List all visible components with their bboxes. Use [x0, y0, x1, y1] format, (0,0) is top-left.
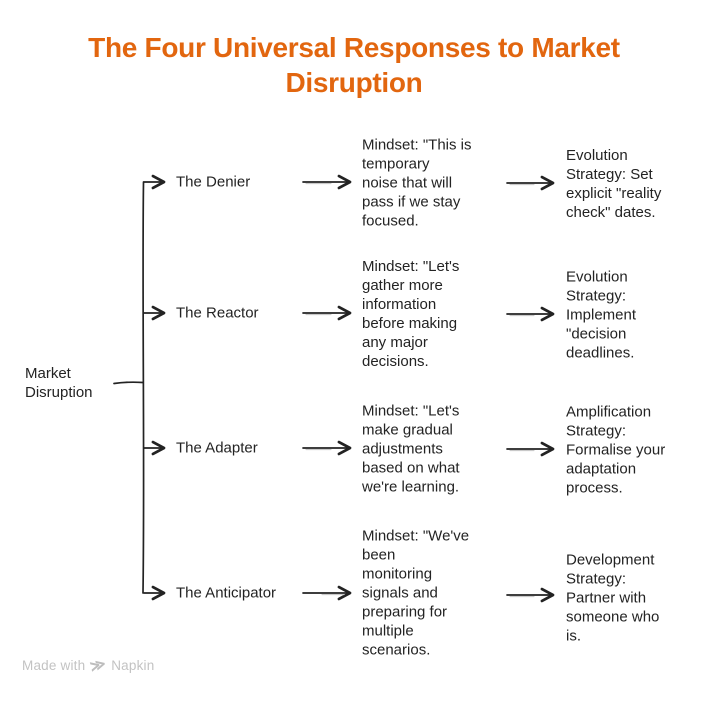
- strategy-text-adapter: Amplification Strategy: Formalise your a…: [566, 403, 666, 497]
- strategy-text-denier: Evolution Strategy: Set explicit "realit…: [566, 147, 662, 221]
- mindset-text-denier: Mindset: "This is temporary noise that w…: [362, 136, 472, 230]
- page-title: The Four Universal Responses to Market D…: [88, 32, 620, 98]
- sketch-ghost-strokes: [305, 183, 535, 598]
- mindset-text-reactor: Mindset: "Let's gather more information …: [362, 258, 460, 370]
- node-label-adapter: The Adapter: [176, 439, 258, 457]
- root-node-label: Market Disruption: [25, 365, 93, 401]
- napkin-logo-icon: ≫: [88, 655, 109, 676]
- node-label-reactor: The Reactor: [176, 304, 259, 322]
- mindset-text-adapter: Mindset: "Let's make gradual adjustments…: [362, 402, 460, 496]
- strategy-text-reactor: Evolution Strategy: Implement "decision …: [566, 268, 637, 362]
- strategy-text-anticipator: Development Strategy: Partner with someo…: [566, 551, 660, 645]
- node-label-anticipator: The Anticipator: [176, 584, 277, 602]
- tree-trunk: [113, 174, 555, 603]
- napkin-brand-text: Napkin: [111, 658, 155, 673]
- made-with-text: Made with: [22, 658, 86, 673]
- made-with-napkin-footer: Made with ≫ Napkin: [22, 655, 155, 676]
- node-label-denier: The Denier: [176, 173, 251, 191]
- mindset-text-anticipator: Mindset: "We've been monitoring signals …: [362, 527, 470, 659]
